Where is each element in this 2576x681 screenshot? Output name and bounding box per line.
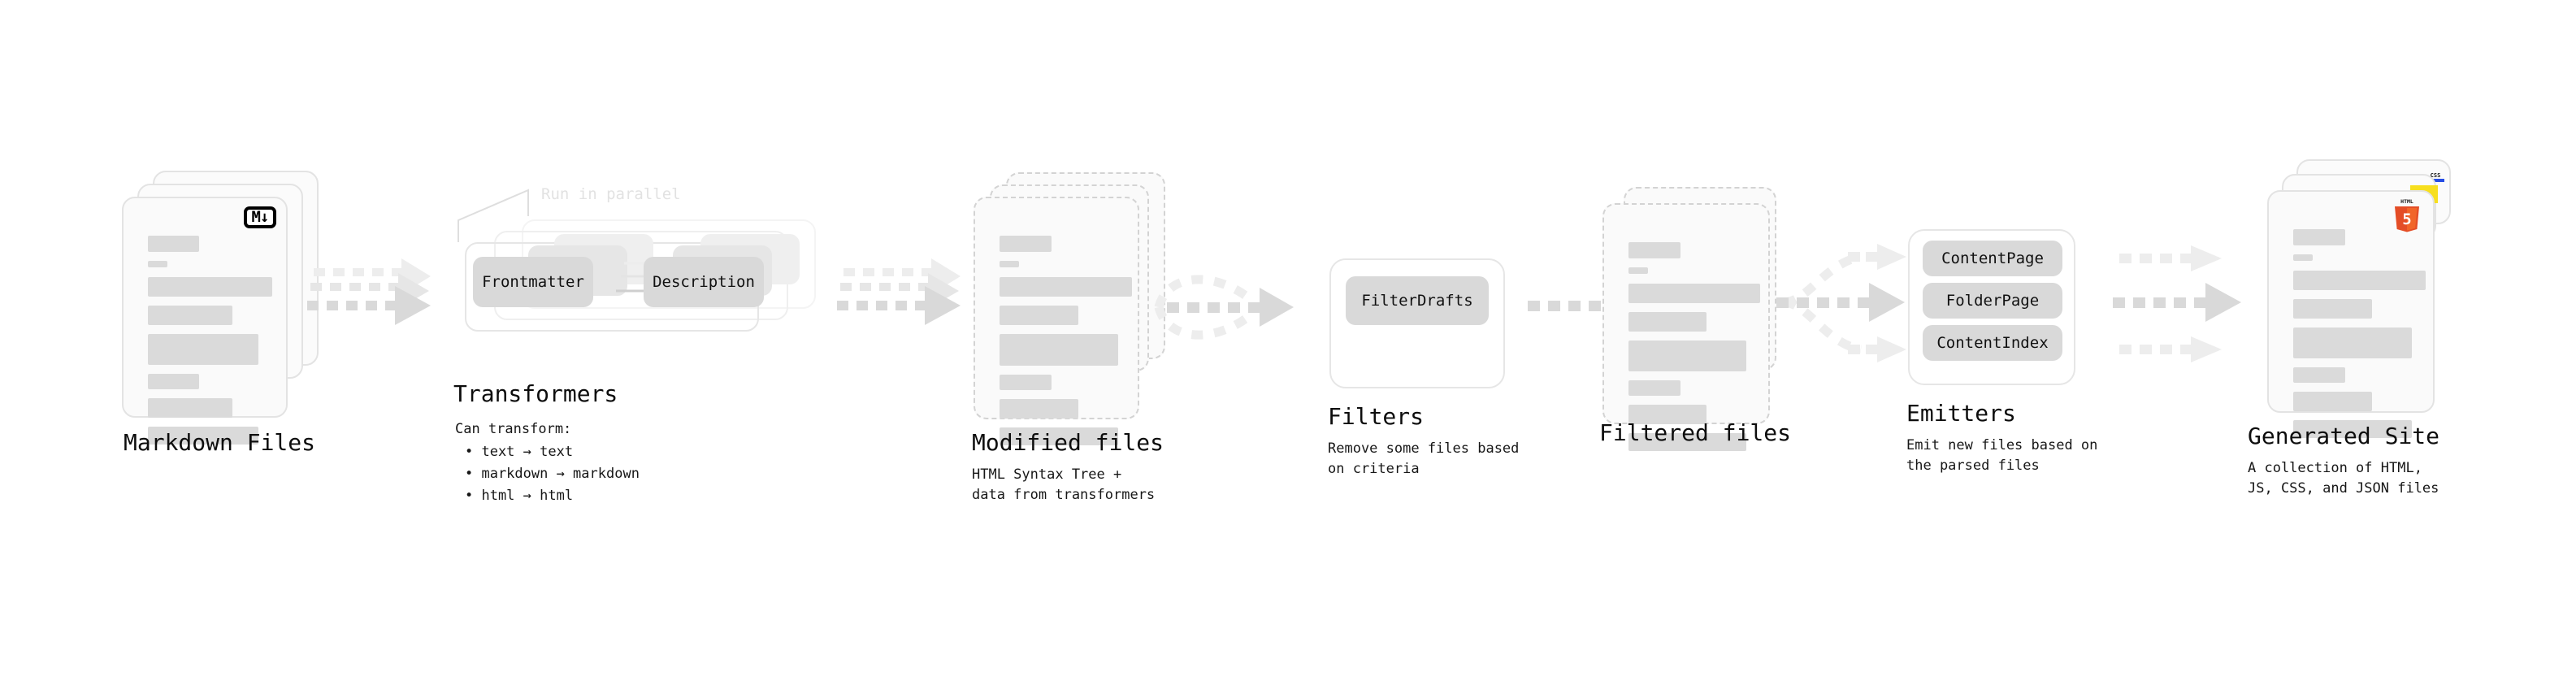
modified-files-title: Modified files bbox=[972, 429, 1164, 456]
filterdrafts-pill-label: FilterDrafts bbox=[1361, 292, 1473, 310]
filters-subtitle: Remove some files based on criteria bbox=[1328, 440, 1520, 477]
generated-site-title: Generated Site bbox=[2248, 423, 2440, 449]
transformers-bullet-1: • markdown → markdown bbox=[465, 466, 640, 482]
svg-text:CSS: CSS bbox=[2431, 172, 2441, 179]
emitters-groupbox bbox=[1908, 229, 2075, 385]
emitters-title: Emitters bbox=[1906, 400, 2016, 427]
modified-sheet-front bbox=[974, 197, 1139, 445]
description-pill[interactable]: Description bbox=[644, 257, 764, 307]
folderpage-pill[interactable]: FolderPage bbox=[1923, 283, 2062, 319]
transformers-bullet-2: • html → html bbox=[465, 488, 574, 504]
contentpage-pill-label: ContentPage bbox=[1941, 249, 2044, 267]
folderpage-pill-label: FolderPage bbox=[1945, 292, 2040, 310]
generated-sheet-front: HTML 5 bbox=[2267, 190, 2435, 438]
transformers-intro: Can transform: bbox=[455, 421, 572, 437]
markdown-icon-label: M↓ bbox=[251, 208, 270, 226]
description-pill-label: Description bbox=[653, 273, 755, 291]
generated-skeleton-lines bbox=[2293, 229, 2426, 447]
modified-files-subtitle: HTML Syntax Tree + data from transformer… bbox=[972, 466, 1156, 503]
contentindex-pill-label: ContentIndex bbox=[1936, 334, 2049, 352]
filters-title: Filters bbox=[1328, 403, 1425, 430]
filters-groupbox bbox=[1329, 258, 1505, 388]
frontmatter-pill-label: Frontmatter bbox=[482, 273, 584, 291]
run-in-parallel-bracket bbox=[458, 189, 529, 242]
html5-icon: HTML 5 bbox=[2392, 197, 2422, 232]
connector-filtered-to-emitters bbox=[1776, 244, 1906, 362]
contentindex-pill[interactable]: ContentIndex bbox=[1923, 325, 2062, 361]
css-icon: CSS bbox=[2425, 171, 2446, 182]
modified-skeleton-lines bbox=[1000, 236, 1132, 454]
contentpage-pill[interactable]: ContentPage bbox=[1923, 241, 2062, 276]
svg-text:HTML: HTML bbox=[2400, 198, 2413, 205]
filterdrafts-pill[interactable]: FilterDrafts bbox=[1346, 276, 1489, 325]
connector-emitters-to-generated bbox=[2113, 245, 2241, 362]
generated-site-subtitle: A collection of HTML, JS, CSS, and JSON … bbox=[2248, 460, 2439, 497]
run-in-parallel-note: Run in parallel bbox=[541, 185, 681, 203]
filtered-sheet-front bbox=[1602, 203, 1770, 451]
markdown-sheet-front: M↓ bbox=[122, 197, 288, 445]
markdown-skeleton-lines bbox=[148, 236, 272, 453]
connector-markdown-to-transformers bbox=[307, 258, 431, 325]
svg-text:5: 5 bbox=[2402, 210, 2411, 228]
frontmatter-pill[interactable]: Frontmatter bbox=[473, 257, 593, 307]
filtered-files-title: Filtered files bbox=[1599, 419, 1792, 446]
filtered-skeleton-lines bbox=[1628, 242, 1760, 460]
connector-transformers-to-modified bbox=[837, 258, 961, 325]
transformers-bullet-0: • text → text bbox=[465, 444, 574, 460]
markdown-files-title: Markdown Files bbox=[124, 429, 316, 456]
connector-modified-to-filters bbox=[1154, 275, 1294, 340]
markdown-icon: M↓ bbox=[244, 206, 276, 228]
emitters-subtitle: Emit new files based on the parsed files bbox=[1906, 437, 2098, 474]
transformers-title: Transformers bbox=[453, 380, 618, 407]
